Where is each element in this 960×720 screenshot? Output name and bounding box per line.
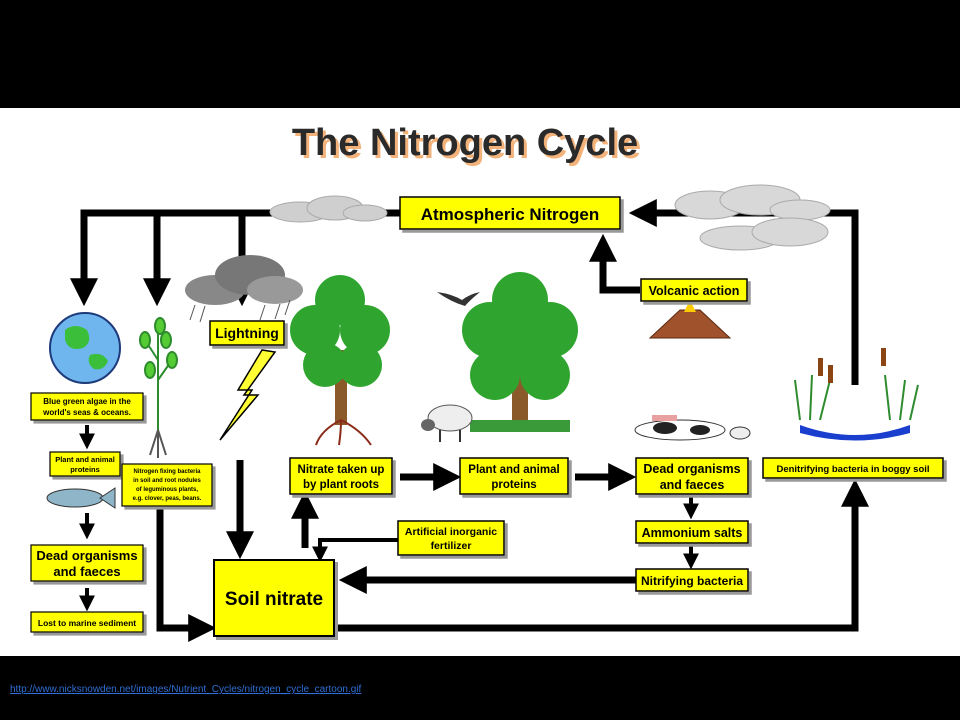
nitrate-taken-up-label-1: Nitrate taken up xyxy=(298,464,385,476)
denitrifying-bacteria-label: Denitrifying bacteria in boggy soil xyxy=(776,464,929,475)
legume-plant-icon xyxy=(139,317,178,458)
nitrogen-fixing-bacteria-box xyxy=(121,463,213,507)
cloud-icon xyxy=(674,184,831,251)
page-title-shadow: The Nitrogen Cycle xyxy=(295,125,641,167)
dead-organisms-right-box xyxy=(635,457,749,495)
soil-nitrate-label: Soil nitrate xyxy=(225,589,323,610)
volcanic-action-label: Volcanic action xyxy=(649,284,740,298)
source-link[interactable]: http://www.nicksnowden.net/images/Nutrie… xyxy=(10,684,362,695)
artificial-fertilizer-label-1: Artificial inorganic xyxy=(405,526,497,538)
lightning-box xyxy=(209,320,285,346)
lost-to-marine-box xyxy=(30,611,144,633)
dead-organisms-left-label-1: Dead organisms xyxy=(36,548,137,563)
nitrogen-fixing-label-1: Nitrogen fixing bacteria xyxy=(133,469,201,475)
volcano-icon xyxy=(648,300,732,339)
atmospheric-nitrogen-label: Atmospheric Nitrogen xyxy=(421,205,600,224)
bird-icon xyxy=(437,292,480,306)
page-title: The Nitrogen Cycle xyxy=(292,122,638,164)
blue-green-algae-label-1: Blue green algae in the xyxy=(43,397,131,406)
nitrogen-fixing-label-2: in soil and root nodules xyxy=(133,478,201,484)
box-labels: Atmospheric Nitrogen Volcanic action Lig… xyxy=(36,205,929,628)
soil-nitrate-box xyxy=(213,559,335,637)
arrow-soil-to-denitrify xyxy=(330,478,869,632)
plant-animal-proteins-mid-box xyxy=(459,457,569,495)
nitrifying-bacteria-box xyxy=(635,568,749,592)
dead-organisms-left-box xyxy=(30,544,144,582)
dead-organisms-right-label-1: Dead organisms xyxy=(643,462,740,476)
ammonium-salts-box xyxy=(635,520,749,544)
lightning-label: Lightning xyxy=(215,325,279,341)
sheep-icon xyxy=(421,404,473,442)
plant-animal-proteins-left-box xyxy=(49,451,121,477)
arrow-volcanic-to-atmosphere xyxy=(589,233,640,294)
plant-proteins-left-label-2: proteins xyxy=(70,465,100,474)
denitrifying-bacteria-box xyxy=(762,457,944,479)
lightning-bolt-icon xyxy=(219,349,277,441)
artificial-fertilizer-box xyxy=(397,520,505,556)
volcanic-action-box xyxy=(640,278,748,302)
blue-green-algae-box xyxy=(30,392,144,421)
globe-icon xyxy=(49,312,121,384)
bog-reeds-icon xyxy=(794,348,919,441)
tree-icon xyxy=(290,275,390,446)
plant-proteins-left-label-1: Plant and animal xyxy=(55,455,115,464)
box-group xyxy=(30,196,944,637)
dead-cow-icon xyxy=(634,415,751,441)
tree-icon xyxy=(462,272,578,432)
nitrogen-fixing-label-4: e.g. clover, peas, beans. xyxy=(133,496,202,502)
plant-proteins-mid-label-1: Plant and animal xyxy=(468,464,559,476)
nitrate-taken-up-label-2: by plant roots xyxy=(303,479,379,491)
nitrate-taken-up-box xyxy=(289,457,393,495)
dead-organisms-right-label-2: and faeces xyxy=(660,478,725,492)
blue-green-algae-label-2: world's seas & oceans. xyxy=(42,408,131,417)
cloud-icon xyxy=(269,195,388,223)
artificial-fertilizer-label-2: fertilizer xyxy=(431,540,472,552)
plant-proteins-mid-label-2: proteins xyxy=(491,479,536,491)
arrow-legume-to-soil xyxy=(156,505,217,642)
atmospheric-nitrogen-box xyxy=(399,196,621,230)
small-arrows xyxy=(79,425,699,612)
fish-icon xyxy=(46,487,116,509)
nitrogen-fixing-label-3: of leguminous plants, xyxy=(136,487,198,493)
storm-cloud-icon xyxy=(185,255,303,323)
lost-to-marine-label: Lost to marine sediment xyxy=(38,618,136,628)
ammonium-salts-label: Ammonium salts xyxy=(642,526,743,540)
nitrifying-bacteria-label: Nitrifying bacteria xyxy=(641,574,743,588)
dead-organisms-left-label-2: and faeces xyxy=(53,564,120,579)
